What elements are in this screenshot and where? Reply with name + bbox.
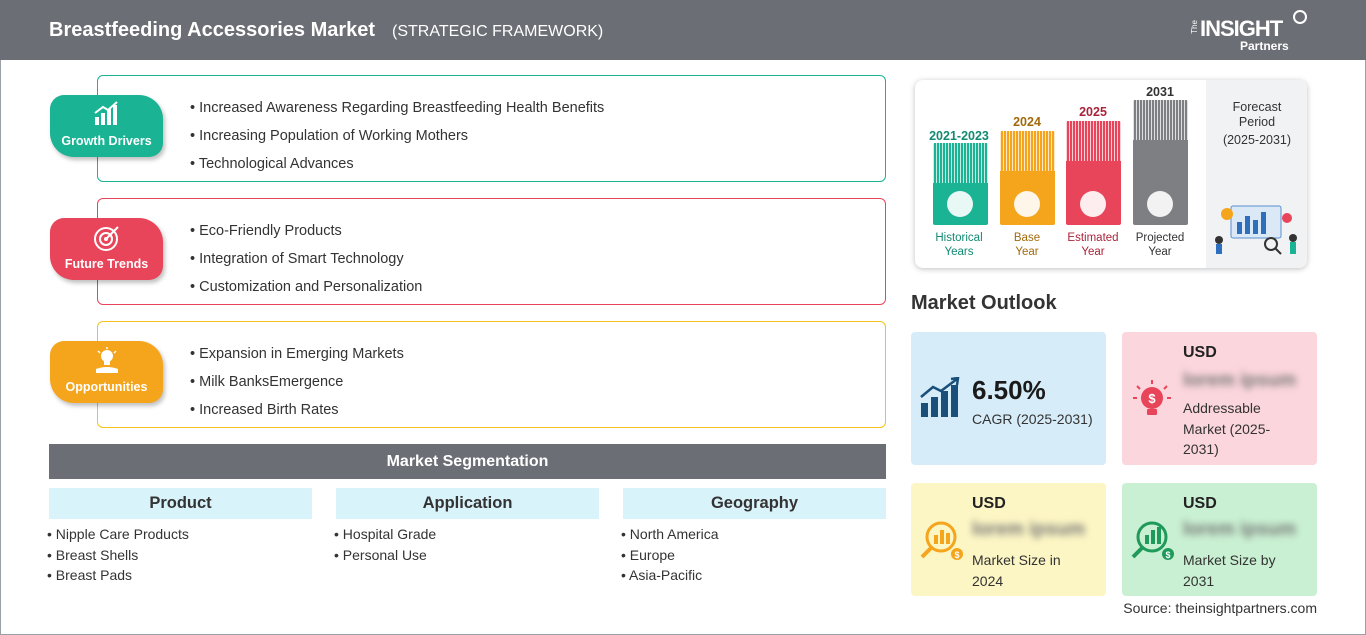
opportunities-box: Expansion in Emerging Markets Milk Banks… [97,321,886,428]
currency-label: USD [1183,495,1217,512]
timeline-bar-base [1000,131,1055,225]
opportunities-list: Expansion in Emerging Markets Milk Banks… [190,340,404,424]
timeline-year: 2024 [1013,115,1041,129]
segment-list-product: Nipple Care Products Breast Shells Breas… [47,524,189,586]
timeline-bar-estimated [1066,121,1121,225]
addressable-market-label: Addressable Market (2025- 2031) [1183,400,1271,457]
list-item: Nipple Care Products [47,524,189,545]
cagr-label: CAGR (2025-2031) [972,411,1093,427]
timeline-bar-projected [1133,100,1188,225]
growth-drivers-badge: Growth Drivers [50,95,163,157]
addressable-market-value: lorem ipsum [1183,370,1296,391]
list-item: Asia-Pacific [621,565,719,586]
currency-label: USD [1183,344,1217,361]
header-bar: Breastfeeding Accessories Market (STRATE… [0,0,1366,60]
list-item: Customization and Personalization [190,273,422,301]
segment-header-application: Application [336,488,599,519]
segment-header-geography: Geography [623,488,886,519]
bar-chart-icon [94,101,118,125]
list-item: Expansion in Emerging Markets [190,340,404,368]
logo-circle-icon [1293,10,1307,24]
gears-icon [1080,191,1106,217]
timeline-bar-historical [933,143,988,225]
list-item: Increased Birth Rates [190,396,404,424]
page-title: Breastfeeding Accessories Market [49,19,376,41]
market-size-2031-card: USD $ lorem ipsum Market Size by 2031 [1122,483,1317,596]
history-icon [947,191,973,217]
list-item: Technological Advances [190,150,604,178]
insight-partners-logo[interactable]: The INSIGHT Partners [1190,10,1310,53]
market-segmentation-bar: Market Segmentation [49,444,886,479]
market-outlook-title: Market Outlook [911,292,1057,314]
forecast-label: Period [1238,115,1276,129]
segment-header-product: Product [49,488,312,519]
segment-list-geography: North America Europe Asia-Pacific [621,524,719,586]
list-item: Eco-Friendly Products [190,217,422,245]
currency-label: USD [972,495,1006,512]
logo-partners: Partners [1240,39,1289,53]
target-icon [94,226,119,251]
presentation-icon [1147,191,1173,217]
cagr-card: 6.50% CAGR (2025-2031) [911,332,1106,465]
future-trends-badge: Future Trends [50,218,163,280]
logo-the: The [1190,20,1199,34]
market-size-2024-label: Market Size in 2024 [972,552,1061,589]
addressable-market-card: USD $ lorem ipsum Addressable Market (20… [1122,332,1317,465]
list-item: Personal Use [334,545,436,566]
segment-list-application: Hospital Grade Personal Use [334,524,436,565]
badge-label: Opportunities [65,380,148,394]
timeline-year: 2025 [1079,105,1107,119]
cagr-value: 6.50% [972,375,1046,405]
svg-text:$: $ [1148,391,1156,406]
forecast-period: (2025-2031) [1222,133,1292,147]
future-trends-list: Eco-Friendly Products Integration of Sma… [190,217,422,301]
source-credit: Source: theinsightpartners.com [1123,600,1317,616]
growth-drivers-box: Increased Awareness Regarding Breastfeed… [97,75,886,182]
opportunities-badge: Opportunities [50,341,163,403]
page-subtitle: (STRATEGIC FRAMEWORK) [392,23,604,40]
list-item: North America [621,524,719,545]
badge-label: Growth Drivers [61,134,152,148]
list-item: Milk BanksEmergence [190,368,404,396]
growth-chart-icon [920,377,960,417]
market-size-2024-value: lorem ipsum [972,519,1085,540]
growth-drivers-list: Increased Awareness Regarding Breastfeed… [190,94,604,178]
list-item: Integration of Smart Technology [190,245,422,273]
lightbulb-hand-icon [96,347,118,373]
forecast-label: Forecast [1232,100,1282,114]
list-item: Increasing Population of Working Mothers [190,122,604,150]
list-item: Breast Shells [47,545,189,566]
market-forecast-magnifier-icon: $ [1131,521,1174,560]
list-item: Increased Awareness Regarding Breastfeed… [190,94,604,122]
list-item: Europe [621,545,719,566]
list-item: Breast Pads [47,565,189,586]
market-size-2024-card: USD $ lorem ipsum Market Size in 2024 [911,483,1106,596]
future-trends-box: Eco-Friendly Products Integration of Sma… [97,198,886,305]
analytics-illustration-icon [1215,205,1297,255]
svg-text:$: $ [1165,550,1170,560]
timeline-year: 2031 [1146,85,1174,99]
calendar-icon [1014,191,1040,217]
market-size-2031-value: lorem ipsum [1183,519,1296,540]
list-item: Hospital Grade [334,524,436,545]
market-size-magnifier-icon: $ [920,521,963,560]
lightbulb-dollar-icon: $ [1133,380,1171,415]
logo-insight: INSIGHT [1200,16,1283,41]
svg-text:$: $ [954,550,959,560]
badge-label: Future Trends [64,257,149,271]
market-size-2031-label: Market Size by 2031 [1183,552,1276,589]
timeline-year: 2021-2023 [929,129,989,143]
